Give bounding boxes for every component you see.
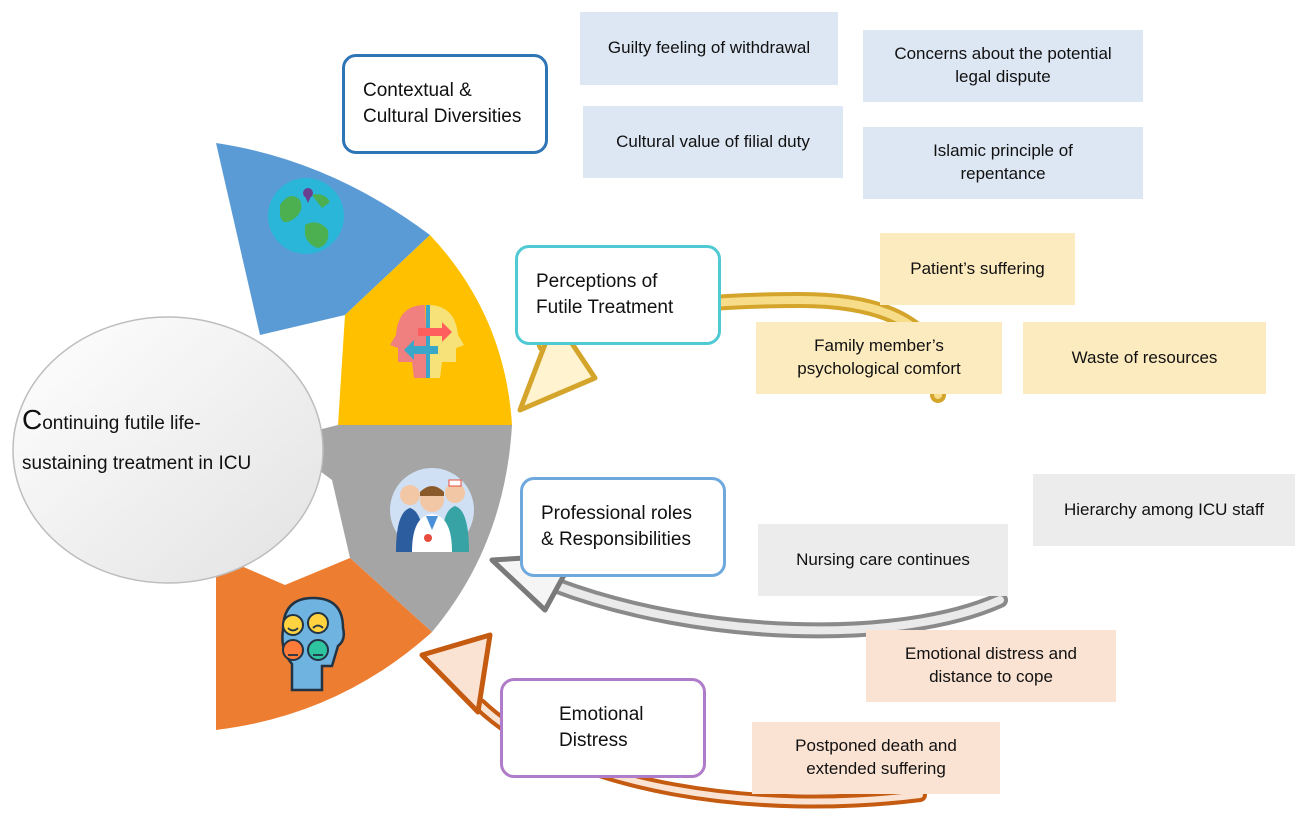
category-professional-label: Professional roles & Responsibilities	[541, 503, 693, 550]
category-contextual-label: Contextual & Cultural Diversities	[363, 80, 522, 127]
theme-legal: Concerns about the potential legal dispu…	[863, 30, 1143, 102]
theme-family: Family member’s psychological comfort	[756, 322, 1002, 394]
medical-team-icon	[390, 468, 474, 552]
category-emotional-label: Emotional Distress	[559, 704, 644, 751]
center-line2: sustaining treatment in ICU	[22, 453, 252, 474]
center-title: Continuing futile life- sustaining treat…	[22, 400, 322, 484]
emotions-head-icon	[281, 596, 346, 692]
category-contextual: Contextual & Cultural Diversities	[342, 54, 548, 154]
theme-postponed: Postponed death and extended suffering	[752, 722, 1000, 794]
theme-guilty: Guilty feeling of withdrawal	[580, 12, 838, 85]
theme-suffering: Patient’s suffering	[880, 233, 1075, 305]
center-ellipse	[12, 316, 324, 584]
theme-distance: Emotional distress and distance to cope	[866, 630, 1116, 702]
theme-nursing: Nursing care continues	[758, 524, 1008, 596]
center-line1: ontinuing futile life-	[42, 413, 201, 434]
head-exchange-icon	[390, 305, 464, 378]
category-perceptions: Perceptions of Futile Treatment	[515, 245, 721, 345]
category-professional: Professional roles & Responsibilities	[520, 477, 726, 577]
theme-islamic: Islamic principle of repentance	[863, 127, 1143, 199]
theme-waste: Waste of resources	[1023, 322, 1266, 394]
category-emotional: Emotional Distress	[500, 678, 706, 778]
center-first-letter: C	[22, 404, 43, 435]
category-perceptions-label: Perceptions of Futile Treatment	[536, 271, 674, 318]
theme-filial: Cultural value of filial duty	[583, 106, 843, 178]
globe-icon	[268, 178, 344, 254]
theme-hierarchy: Hierarchy among ICU staff	[1033, 474, 1295, 546]
